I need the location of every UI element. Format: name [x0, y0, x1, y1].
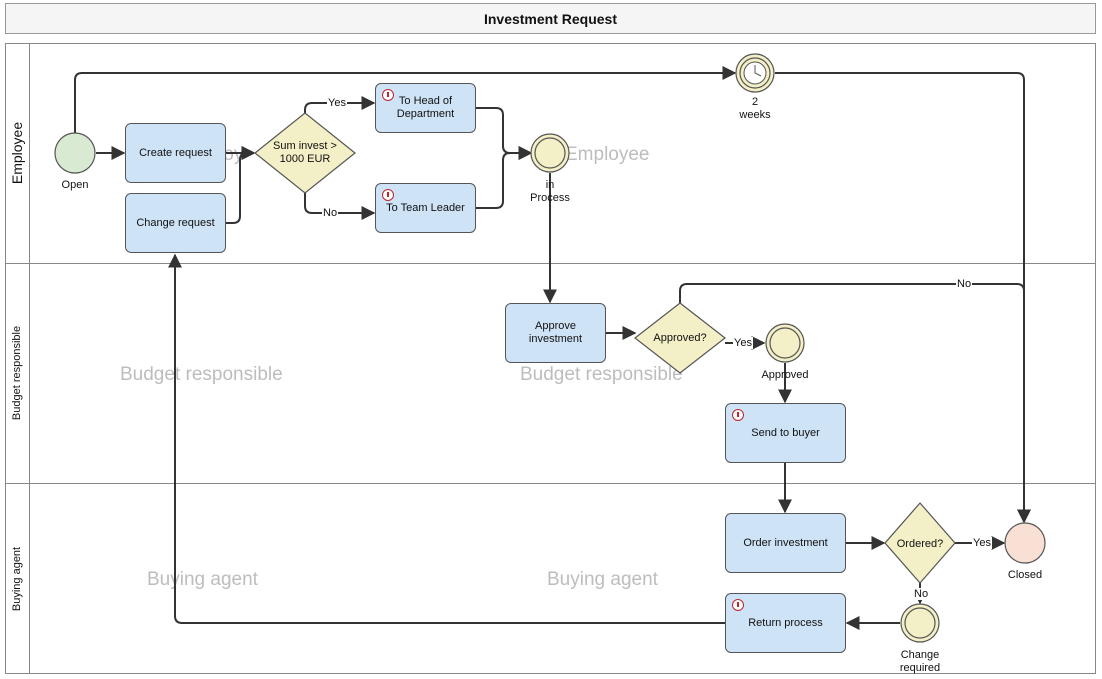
intermediate-event-approved [765, 323, 805, 363]
flow-change-to-gateway [226, 146, 256, 224]
flow-return-to-change [168, 253, 725, 624]
task-order-investment[interactable]: Order investment [725, 513, 846, 573]
event-label-open: Open [61, 179, 89, 191]
task-to-team-leader[interactable]: To Team Leader [375, 183, 476, 233]
gateway-approved-label: Approved? [653, 331, 707, 344]
task-create-request[interactable]: Create request [125, 123, 226, 183]
edge-label-no-team: No [322, 207, 339, 219]
flow-head-to-inprocess [476, 107, 533, 160]
edge-label-yes-head: Yes [327, 97, 347, 109]
intermediate-event-in-process [530, 133, 570, 173]
send-message-icon [382, 189, 394, 201]
lane-header-separator [29, 43, 30, 674]
task-send-to-buyer[interactable]: Send to buyer [725, 403, 846, 463]
send-message-icon [732, 409, 744, 421]
task-approve-investment[interactable]: Approve investment [505, 303, 606, 363]
lane-divider-2 [5, 483, 1096, 484]
timer-event [735, 53, 775, 93]
task-return-process[interactable]: Return process [725, 593, 846, 653]
lane-watermark-budget-right: Budget responsible [520, 364, 683, 385]
event-label-change-required: Change required [899, 649, 941, 674]
flow-open-to-timer [74, 66, 737, 133]
flow-gateway-to-team [304, 193, 376, 220]
task-to-head-of-department[interactable]: To Head of Department [375, 83, 476, 133]
lane-watermark-employee-right: Employee [565, 144, 650, 165]
flow-team-to-inprocess [476, 146, 533, 209]
gateway-sum-invest-label: Sum invest > 1000 EUR [273, 140, 337, 165]
gateway-approved [634, 302, 726, 374]
lane-watermark-buying-right: Buying agent [547, 569, 658, 590]
send-message-icon [732, 599, 744, 611]
edge-label-yes-approved: Yes [733, 337, 753, 349]
lane-watermark-budget-left: Budget responsible [120, 364, 283, 385]
edge-label-no-closed: No [956, 278, 973, 290]
gateway-ordered [884, 502, 956, 584]
flow-gateway-to-head [304, 96, 376, 113]
flow-approved-no [679, 283, 1031, 524]
task-change-request[interactable]: Change request [125, 193, 226, 253]
pool [5, 43, 1096, 674]
send-message-icon [382, 89, 394, 101]
event-label-approved: Approved [761, 369, 809, 381]
flow-timer-to-closed [775, 72, 1031, 524]
intermediate-event-change-required [900, 603, 940, 643]
gateway-sum-invest [254, 112, 356, 194]
gateway-ordered-label: Ordered? [896, 537, 944, 550]
event-label-in-process: in Process [530, 179, 570, 204]
end-event-closed [1004, 522, 1046, 564]
event-label-timer: 2 weeks [739, 96, 771, 121]
start-event-open [54, 132, 96, 174]
edge-label-yes-ordered: Yes [972, 537, 992, 549]
event-label-closed: Closed [1007, 569, 1043, 581]
diagram-title: Investment Request [5, 3, 1096, 34]
edge-label-no-ordered: No [913, 588, 930, 600]
